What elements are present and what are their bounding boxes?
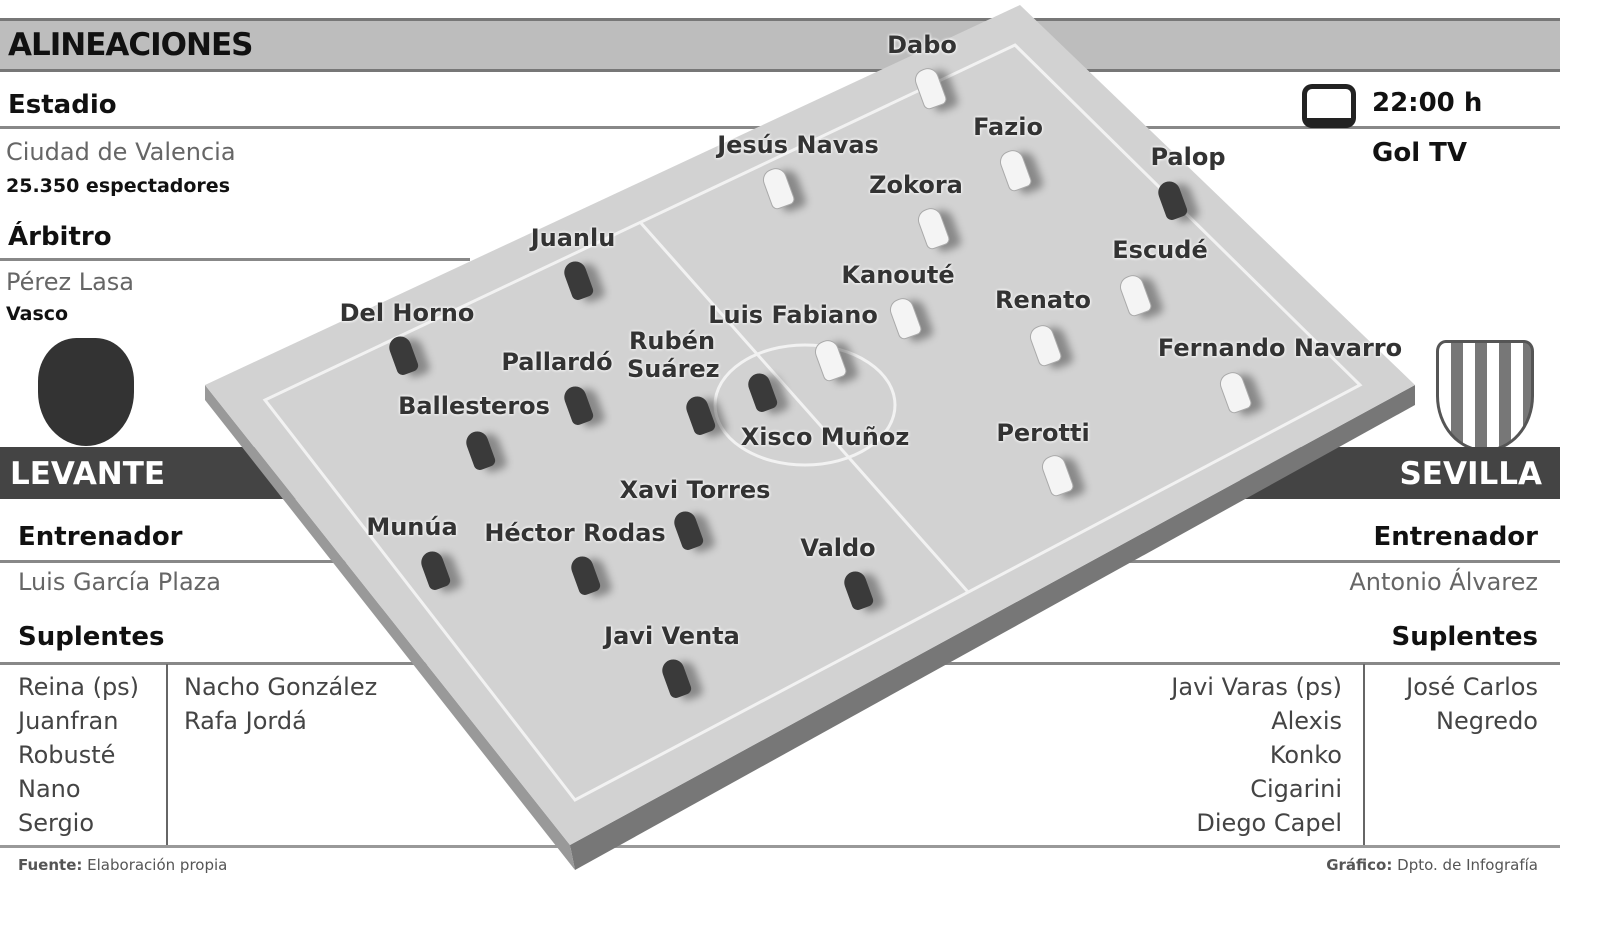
pitch-edge: [570, 385, 1415, 870]
estadio-label: Estadio: [8, 90, 117, 120]
halfway-line: [638, 221, 970, 593]
divider: [1100, 560, 1560, 563]
divider: [1363, 664, 1365, 846]
player-name: Héctor Rodas: [484, 519, 666, 547]
player-name: Valdo: [800, 534, 876, 562]
player-name: Luis Fabiano: [708, 301, 878, 329]
player-name: Jesús Navas: [717, 131, 879, 159]
home-coach: Luis García Plaza: [18, 568, 221, 596]
divider: [0, 845, 1560, 848]
title-bar: ALINEACIONES: [0, 18, 1560, 72]
sub-player: Javi Varas (ps): [1171, 673, 1342, 701]
attendance: 25.350 espectadores: [6, 175, 231, 197]
player-name: Palop: [1150, 143, 1226, 171]
away-subs-label: Suplentes: [1391, 622, 1538, 652]
divider: [0, 560, 420, 563]
player-name: Escudé: [1112, 236, 1208, 264]
sub-player: Robusté: [18, 741, 116, 769]
player-name: Xisco Muñoz: [740, 423, 910, 451]
sub-player: Reina (ps): [18, 673, 140, 701]
source-credit: Fuente: Elaboración propia: [18, 856, 227, 874]
away-team-name: SEVILLA: [1399, 456, 1542, 492]
player-name: Ballesteros: [398, 392, 550, 420]
player-name: Munúa: [366, 513, 458, 541]
pitch-lines: [262, 43, 1363, 802]
player-name: Kanouté: [841, 261, 955, 289]
away-coach: Antonio Álvarez: [1349, 568, 1538, 596]
graphic-label: Gráfico:: [1326, 856, 1393, 874]
divider: [0, 662, 480, 665]
player-name: Juanlu: [530, 224, 616, 252]
sub-player: Nano: [18, 775, 81, 803]
home-team-name: LEVANTE: [10, 456, 166, 492]
source-label: Fuente:: [18, 856, 83, 874]
sub-player: Rafa Jordá: [184, 707, 307, 735]
home-coach-label: Entrenador: [18, 522, 183, 552]
tv-icon: [1302, 84, 1356, 128]
sub-player: José Carlos: [1406, 673, 1538, 701]
sub-player: Diego Capel: [1196, 809, 1342, 837]
player-name: Rubén Suárez: [627, 327, 720, 383]
player-name: Perotti: [996, 419, 1090, 447]
referee-name: Pérez Lasa: [6, 268, 135, 296]
player-name: Pallardó: [501, 348, 613, 376]
pitch-surface: [205, 5, 1415, 845]
sub-player: Juanfran: [18, 707, 119, 735]
away-coach-label: Entrenador: [1373, 522, 1538, 552]
player-name: Xavi Torres: [619, 476, 771, 504]
home-subs-label: Suplentes: [18, 622, 165, 652]
broadcast-channel: Gol TV: [1372, 138, 1468, 168]
arbitro-label: Árbitro: [8, 222, 112, 252]
page-title: ALINEACIONES: [8, 27, 253, 63]
player-name: Renato: [995, 286, 1091, 314]
player-name: Javi Venta: [604, 622, 740, 650]
broadcast-time: 22:00 h: [1372, 88, 1483, 118]
sub-player: Alexis: [1271, 707, 1342, 735]
referee-region: Vasco: [6, 303, 69, 325]
player-name: Del Horno: [339, 299, 475, 327]
divider: [166, 664, 168, 846]
graphic-text: Dpto. de Infografía: [1397, 856, 1538, 874]
divider: [900, 662, 1560, 665]
sub-player: Cigarini: [1250, 775, 1342, 803]
sub-player: Nacho González: [184, 673, 378, 701]
sub-player: Konko: [1269, 741, 1342, 769]
levante-crest-icon: [38, 338, 134, 446]
player-name: Dabo: [887, 31, 957, 59]
player-name: Fazio: [973, 113, 1043, 141]
stadium-name: Ciudad de Valencia: [6, 138, 236, 166]
player-name: Fernando Navarro: [1157, 334, 1403, 362]
player-name: Zokora: [869, 171, 963, 199]
sub-player: Sergio: [18, 809, 95, 837]
sub-player: Negredo: [1436, 707, 1538, 735]
center-circle: [713, 343, 897, 467]
graphic-credit: Gráfico: Dpto. de Infografía: [1326, 856, 1538, 874]
source-text: Elaboración propia: [87, 856, 228, 874]
sevilla-crest-icon: [1436, 340, 1534, 452]
divider: [0, 258, 470, 261]
pitch-edge: [205, 385, 575, 870]
